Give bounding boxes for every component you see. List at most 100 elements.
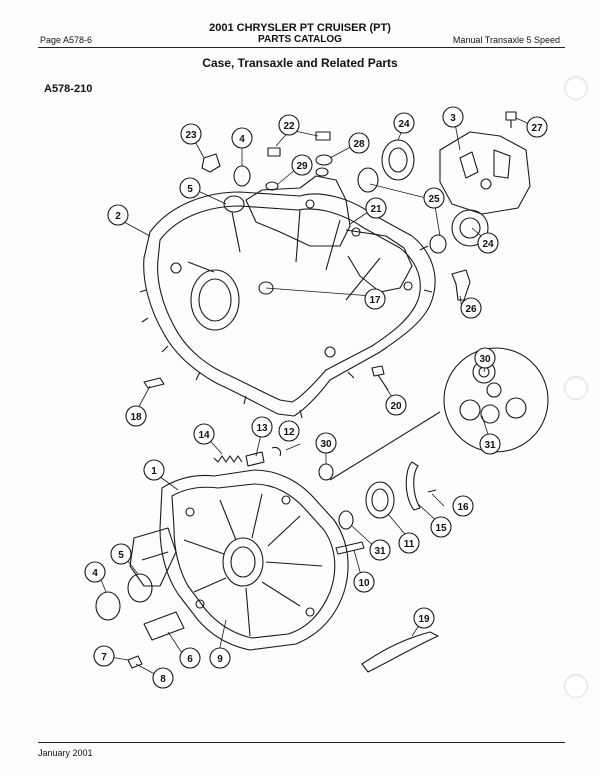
part-28-seal	[315, 154, 333, 166]
callout-31	[479, 433, 501, 455]
callout-label: 22	[283, 121, 295, 132]
part-16-screw	[427, 489, 437, 493]
footer-date: January 2001	[38, 748, 93, 758]
callout-label: 8	[160, 674, 166, 685]
callout-label: 26	[465, 304, 477, 315]
callout-30	[474, 347, 496, 369]
part-18-pad	[143, 377, 165, 389]
callout-20	[385, 394, 407, 416]
part-29-washer	[265, 181, 279, 191]
callout-18	[125, 405, 147, 427]
callout-9	[209, 647, 231, 669]
section-name: Manual Transaxle 5 Speed	[452, 35, 560, 45]
callout-label: 9	[217, 654, 223, 665]
part-27-bolt	[505, 111, 517, 128]
callout-23	[180, 123, 202, 145]
callout-label: 28	[353, 139, 365, 150]
callout-label: 17	[369, 295, 381, 306]
part-11-seal	[365, 481, 395, 519]
callout-1	[143, 459, 165, 481]
callout-label: 10	[358, 578, 370, 589]
part-15-clip	[405, 461, 421, 511]
callout-label: 14	[198, 430, 210, 441]
part-5-cup	[223, 195, 245, 213]
part-31-seal	[338, 510, 354, 530]
callout-label: 23	[185, 130, 197, 141]
callout-7	[93, 645, 115, 667]
callout-label: 5	[118, 550, 124, 561]
callout-label: 27	[531, 123, 543, 134]
callout-22	[278, 114, 300, 136]
callout-label: 21	[370, 204, 382, 215]
callout-26	[460, 297, 482, 319]
part-19-bracket	[361, 631, 439, 673]
callout-label: 30	[479, 354, 491, 365]
callout-27	[526, 116, 548, 138]
callout-label: 13	[256, 423, 268, 434]
callout-label: 11	[404, 539, 415, 550]
callout-25	[423, 187, 445, 209]
callout-label: 1	[151, 466, 157, 477]
figure-id: A578-210	[44, 83, 93, 95]
callout-11	[398, 532, 420, 554]
callout-label: 3	[450, 113, 456, 124]
part-25-shim	[357, 167, 379, 193]
callout-29	[291, 154, 313, 176]
callout-label: 5	[187, 184, 193, 195]
part-4-seal	[95, 591, 121, 621]
callout-8	[152, 667, 174, 689]
part-10-pin	[335, 541, 365, 555]
part-12-clip	[271, 446, 282, 457]
part-13-plug	[245, 451, 265, 467]
part-3-plate	[439, 131, 531, 215]
footer-rule	[38, 742, 565, 743]
part-26-switch	[451, 269, 471, 301]
callout-21	[365, 197, 387, 219]
callout-10	[353, 571, 375, 593]
callout-label: 15	[435, 523, 447, 534]
callout-17	[364, 288, 386, 310]
callout-label: 24	[482, 239, 494, 250]
part-23-switch	[201, 153, 221, 173]
callout-label: 25	[428, 194, 440, 205]
callout-4-lower	[84, 561, 106, 583]
part-22-nut	[267, 147, 281, 157]
callout-5-lower	[110, 543, 132, 565]
transaxle-case-upper	[139, 175, 436, 419]
part-14-spring	[213, 455, 243, 463]
callout-label: 7	[101, 652, 107, 663]
callout-label: 18	[130, 412, 142, 423]
callout-label: 2	[115, 211, 121, 222]
callout-label: 4	[239, 134, 245, 145]
callout-19	[413, 607, 435, 629]
part-24-bearing	[451, 209, 489, 247]
part-6-shaft	[143, 611, 185, 641]
callout-24	[393, 112, 415, 134]
callout-6	[179, 647, 201, 669]
callout-12	[278, 420, 300, 442]
binder-hole	[564, 376, 588, 400]
transaxle-case-lower	[129, 469, 349, 651]
callout-5	[179, 177, 201, 199]
callout-30-lower	[315, 432, 337, 454]
part-25-shim	[429, 234, 447, 254]
callout-label: 31	[374, 546, 386, 557]
binder-hole	[564, 76, 588, 100]
callout-label: 30	[320, 439, 332, 450]
callout-label: 12	[283, 427, 295, 438]
callout-28	[348, 132, 370, 154]
callout-label: 20	[390, 401, 402, 412]
callout-16	[452, 495, 474, 517]
part-7-8-bolt	[127, 655, 143, 669]
callout-label: 19	[418, 614, 430, 625]
part-5-cup	[127, 573, 153, 603]
callout-label: 4	[92, 568, 98, 579]
callout-label: 16	[457, 502, 469, 513]
inset-detail	[329, 347, 549, 481]
callout-13	[251, 416, 273, 438]
part-30-bushing	[318, 463, 334, 481]
callout-2	[107, 204, 129, 226]
catalog-title: 2001 CHRYSLER PT CRUISER (PT)	[209, 22, 391, 34]
